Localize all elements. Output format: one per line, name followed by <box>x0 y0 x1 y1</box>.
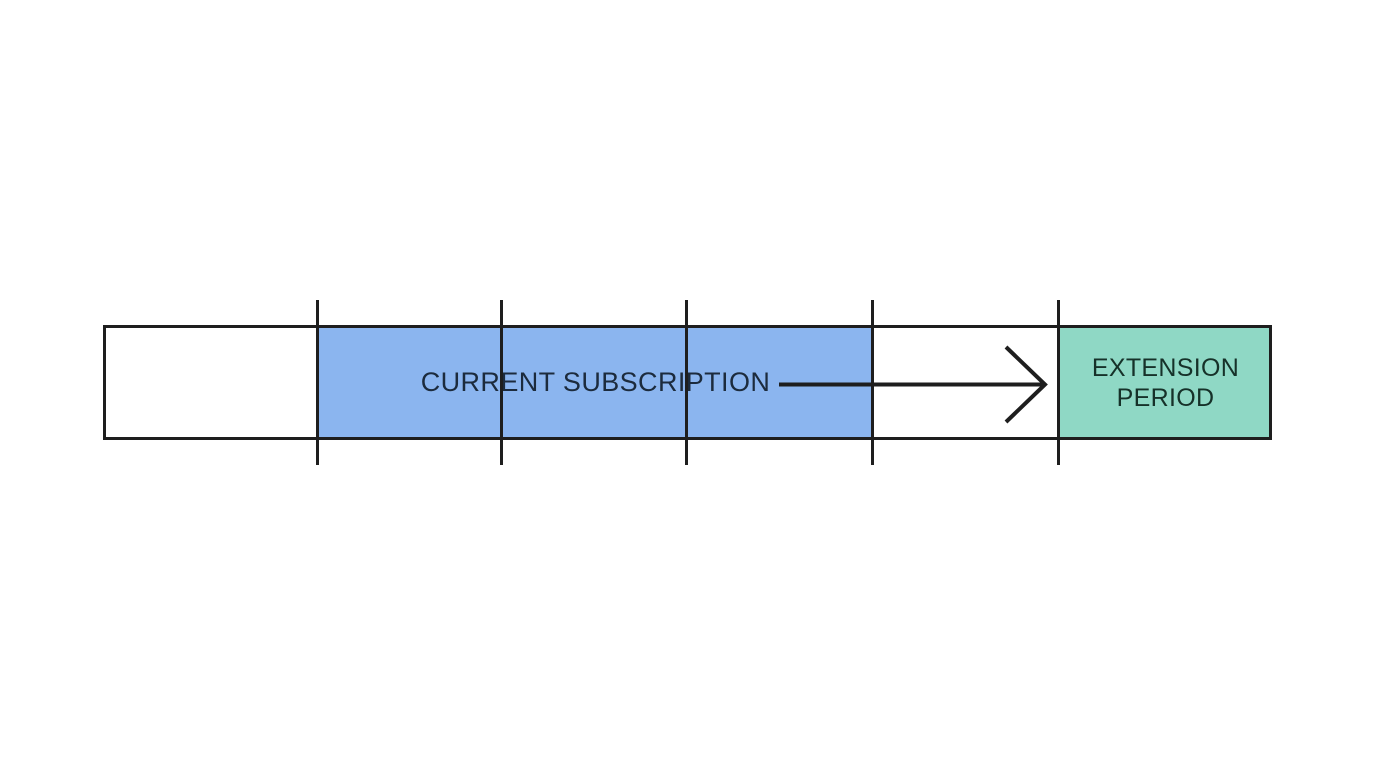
tick-mark <box>1057 300 1060 465</box>
extension-period-segment: EXTENSION PERIOD <box>1059 325 1272 440</box>
current-subscription-segment: CURRENT SUBSCRIPTION <box>318 325 873 440</box>
tick-mark <box>500 300 503 465</box>
tick-mark <box>316 300 319 465</box>
tick-mark <box>685 300 688 465</box>
current-subscription-label: CURRENT SUBSCRIPTION <box>420 367 771 397</box>
extension-period-label: EXTENSION PERIOD <box>1091 353 1240 412</box>
tick-mark <box>871 300 874 465</box>
